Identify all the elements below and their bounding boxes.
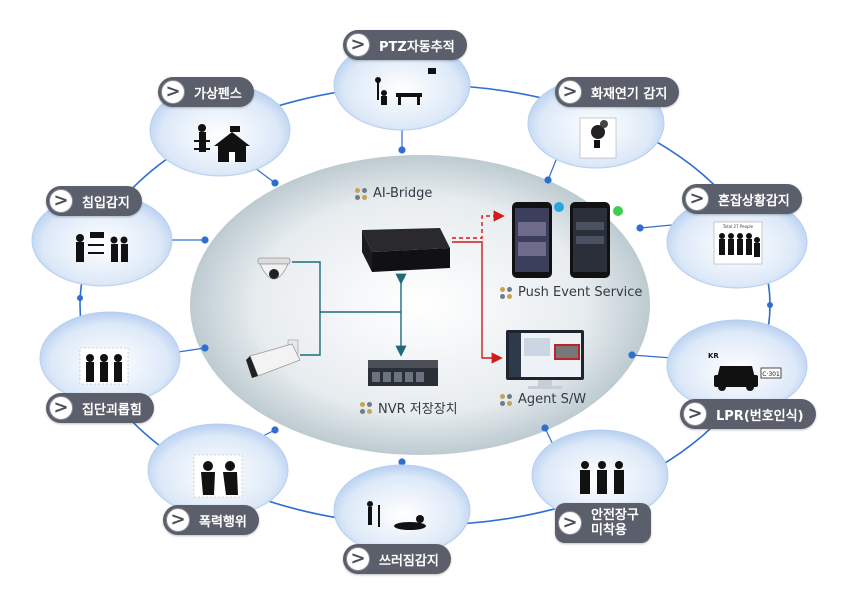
tag-violence: > 폭력행위 [163, 505, 259, 535]
dots-icon [360, 401, 372, 414]
spokes [168, 122, 673, 466]
chevron-right-icon: > [685, 187, 709, 211]
lpr-plate: C·301 [762, 371, 780, 378]
chevron-right-icon: > [558, 80, 582, 104]
dome-camera [257, 257, 291, 280]
safety-gear-icon [580, 461, 624, 494]
fire-smoke-icon [579, 117, 617, 159]
chevron-right-icon: > [161, 80, 185, 104]
tag-group-bullying: > 집단괴롭힘 [46, 393, 154, 423]
crowd-caption: Total 27 People [722, 224, 754, 229]
smartphones [512, 202, 623, 278]
chevron-right-icon: > [49, 189, 73, 213]
chevron-right-icon: > [346, 33, 370, 57]
camera-links [292, 261, 401, 356]
dots-icon [355, 187, 367, 200]
dots-icon [500, 286, 512, 299]
virtual-fence-icon [194, 124, 250, 162]
tag-virtual-fence: > 가상펜스 [158, 77, 254, 107]
ai-bridge-label: AI-Bridge [355, 186, 432, 201]
bullet-camera [246, 339, 301, 378]
tag-safety-gear: > 안전장구 미착용 [555, 503, 651, 543]
dots-icon [500, 393, 512, 406]
tag-safety-text: 안전장구 미착용 [591, 508, 639, 538]
tag-ptz: > PTZ자동추적 [343, 30, 467, 60]
fall-detect-icon [367, 501, 426, 530]
chevron-right-icon: > [683, 402, 707, 426]
push-event-label: Push Event Service [500, 285, 642, 300]
violence-icon [193, 454, 243, 498]
nvr-device [368, 360, 438, 386]
chevron-right-icon: > [346, 547, 370, 571]
ring-dots [77, 295, 773, 308]
lpr-region: KR [708, 352, 719, 360]
monitor-agent [506, 330, 584, 389]
nvr-label: NVR 저장장치 [360, 398, 458, 417]
crowd-icon: Total 27 People [713, 221, 763, 265]
chevron-right-icon: > [166, 508, 190, 532]
link-bridge-push [452, 210, 505, 239]
intrusion-icon [76, 232, 128, 262]
ai-bridge-device [362, 228, 450, 272]
chevron-right-icon: > [558, 511, 582, 535]
agent-label: Agent S/W [500, 392, 586, 407]
car-lpr-icon: KR C·301 [708, 352, 782, 391]
ptz-icon [375, 68, 436, 105]
group-bullying-icon [79, 347, 129, 385]
tag-lpr: > LPR(번호인식) [680, 399, 816, 429]
chevron-right-icon: > [49, 396, 73, 420]
tag-intrusion: > 침입감지 [46, 186, 142, 216]
tag-fire-smoke: > 화재연기 감지 [555, 77, 680, 107]
tag-fall: > 쓰러짐감지 [343, 544, 451, 574]
tag-crowd: > 혼잡상황감지 [682, 184, 802, 214]
link-bridge-agent [452, 241, 503, 364]
